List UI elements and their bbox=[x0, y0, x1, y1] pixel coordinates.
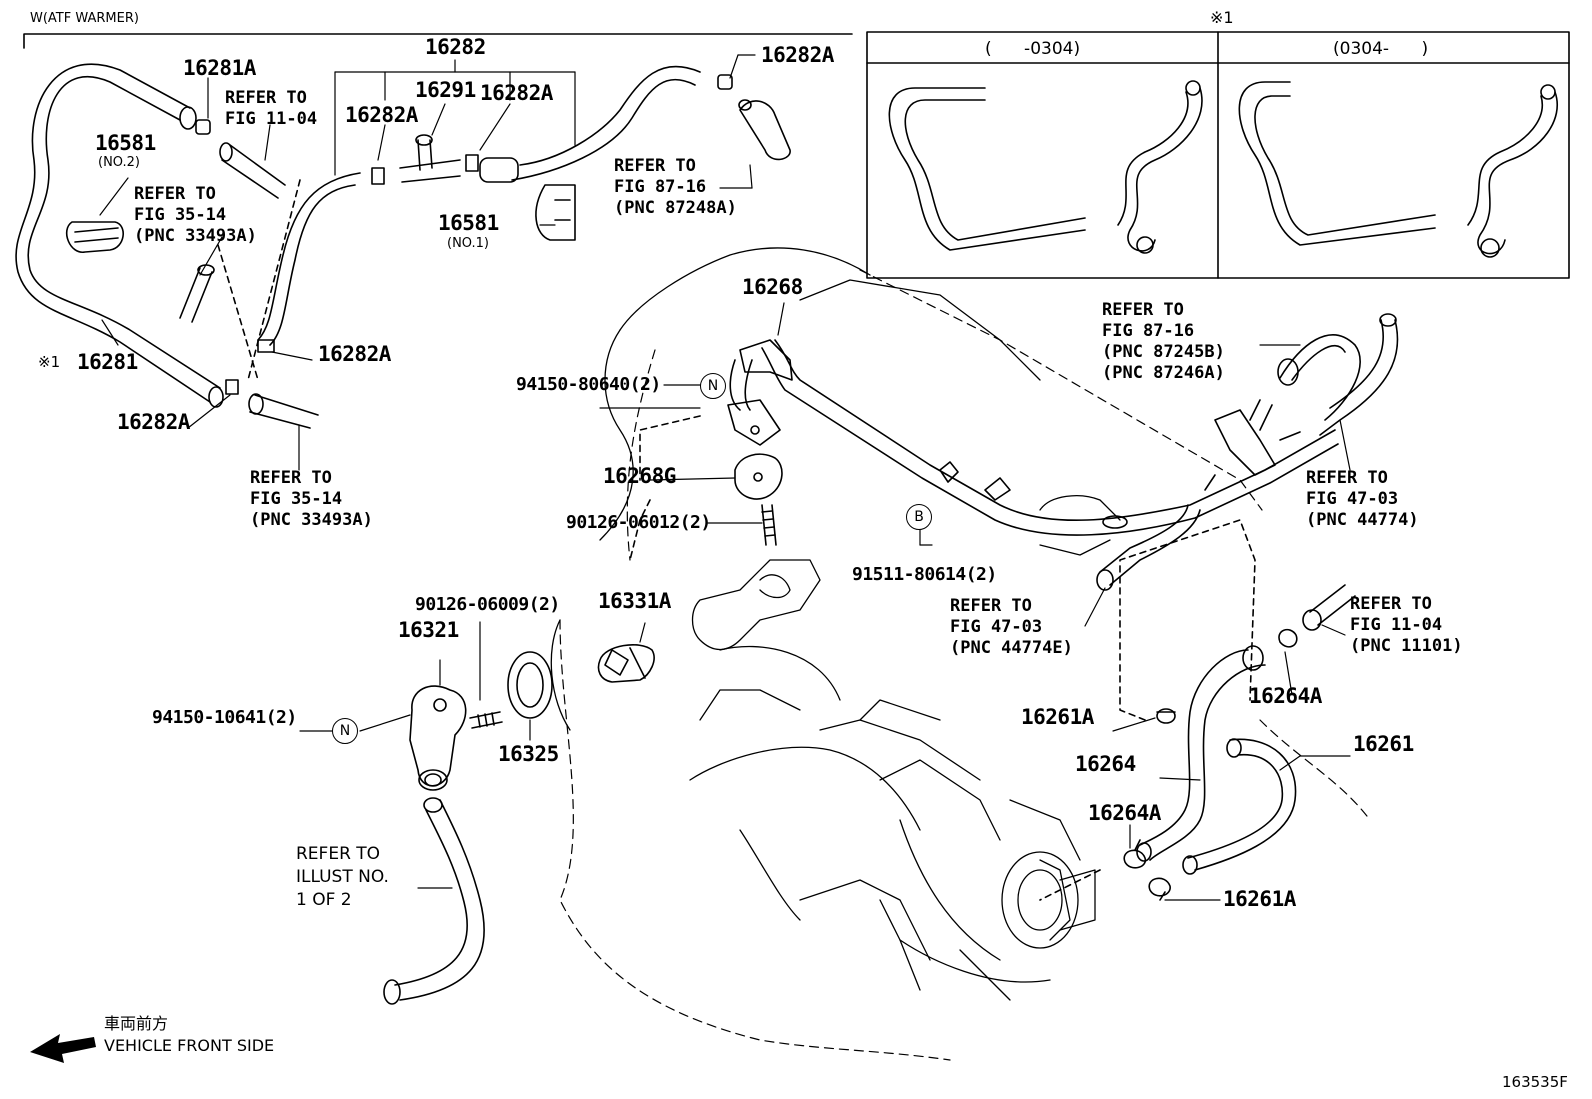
inset-marker: ※1 bbox=[1210, 8, 1234, 27]
part-16268: 16268 bbox=[742, 275, 803, 299]
ref-fig87-16-top: REFER TO FIG 87-16 (PNC 87248A) bbox=[614, 156, 737, 218]
figure-id: 163535F bbox=[1502, 1073, 1568, 1091]
pipe-16268 bbox=[727, 339, 1339, 536]
hose-16281 bbox=[15, 63, 224, 408]
part-16581-no1: 16581 bbox=[438, 211, 499, 235]
ref-fig11-04-right: REFER TO FIG 11-04 (PNC 11101) bbox=[1350, 594, 1463, 656]
front-label-jp: 車両前方 bbox=[104, 1014, 169, 1033]
water-inlet-16321 bbox=[409, 685, 467, 791]
part-16282A-top-mid: 16282A bbox=[480, 81, 553, 105]
callout-n-upper: N bbox=[700, 373, 726, 399]
part-16581-no2: 16581 bbox=[95, 131, 156, 155]
part-16282A-top-left: 16282A bbox=[345, 103, 418, 127]
part-16264A-right: 16264A bbox=[1249, 684, 1322, 708]
ref-illust: REFER TO ILLUST NO. 1 OF 2 bbox=[296, 844, 389, 910]
clamps-lower-right bbox=[1123, 628, 1298, 901]
part-94150-10641: 94150-10641(2) bbox=[152, 707, 297, 728]
part-16264: 16264 bbox=[1075, 752, 1136, 776]
hose-right-top bbox=[1277, 313, 1399, 436]
part-90126-06009: 90126-06009(2) bbox=[415, 594, 560, 615]
part-16581-no1-sub: (NO.1) bbox=[447, 236, 489, 251]
pipe-11101 bbox=[1302, 584, 1356, 631]
front-label-en: VEHICLE FRONT SIDE bbox=[104, 1036, 275, 1055]
part-90126-06012: 90126-06012(2) bbox=[566, 512, 711, 533]
ref-fig47-03-mid: REFER TO FIG 47-03 (PNC 44774E) bbox=[950, 596, 1073, 658]
leaders bbox=[99, 54, 1351, 901]
hose-16282 bbox=[225, 65, 791, 429]
atf-warmer-bracket bbox=[23, 33, 853, 49]
front-arrow bbox=[30, 1034, 96, 1063]
part-16282A-mid-lower: 16282A bbox=[318, 342, 391, 366]
thermostat-16331A bbox=[597, 644, 655, 683]
gasket-16325 bbox=[507, 651, 553, 719]
stud-upper bbox=[761, 504, 777, 546]
stud-lower bbox=[469, 711, 503, 729]
part-16282A-left-lower: 16282A bbox=[117, 410, 190, 434]
variant-label: W(ATF WARMER) bbox=[30, 11, 139, 26]
hose-lower bbox=[383, 797, 485, 1005]
part-16291: 16291 bbox=[415, 78, 476, 102]
part-16281-marker: ※1 bbox=[38, 353, 61, 371]
hose-44774E bbox=[1096, 504, 1201, 591]
ref-fig11-04-top: REFER TO FIG 11-04 bbox=[225, 88, 318, 129]
heater-hoses bbox=[1136, 645, 1297, 875]
ref-fig87-16-right: REFER TO FIG 87-16 (PNC 87245B) (PNC 872… bbox=[1102, 300, 1225, 383]
part-16264A-lower: 16264A bbox=[1088, 801, 1161, 825]
part-16321: 16321 bbox=[398, 618, 459, 642]
ref-fig47-03-right: REFER TO FIG 47-03 (PNC 44774) bbox=[1306, 468, 1419, 530]
ref-fig35-14-upper: REFER TO FIG 35-14 (PNC 33493A) bbox=[134, 184, 257, 246]
part-16581-no2-sub: (NO.2) bbox=[98, 155, 140, 170]
part-91511-80614: 91511-80614(2) bbox=[852, 564, 997, 585]
part-16281A: 16281A bbox=[183, 56, 256, 80]
part-16282A-top-right: 16282A bbox=[761, 43, 834, 67]
part-16325: 16325 bbox=[498, 742, 559, 766]
gasket-16268G bbox=[734, 453, 783, 500]
callout-n-lower: N bbox=[332, 718, 358, 744]
inset-range-left: ( -0304) bbox=[985, 39, 1081, 59]
part-16282: 16282 bbox=[425, 35, 486, 59]
part-16331A: 16331A bbox=[598, 589, 671, 613]
part-16261A-lower: 16261A bbox=[1223, 887, 1296, 911]
part-16261A-upper: 16261A bbox=[1021, 705, 1094, 729]
dashed-leaders bbox=[217, 179, 1256, 901]
part-16261: 16261 bbox=[1353, 732, 1414, 756]
inset-range-right: (0304- ) bbox=[1333, 39, 1429, 59]
part-94150-80640: 94150-80640(2) bbox=[516, 374, 661, 395]
engine-body bbox=[550, 247, 1121, 1001]
part-16281: 16281 bbox=[77, 350, 138, 374]
ref-fig35-14-lower: REFER TO FIG 35-14 (PNC 33493A) bbox=[250, 468, 373, 530]
clamps-top-left bbox=[66, 119, 215, 323]
hose-fig11 bbox=[219, 142, 286, 199]
inset-box bbox=[866, 31, 1570, 279]
part-16268G: 16268G bbox=[603, 464, 676, 488]
engine-outline bbox=[559, 269, 1371, 1061]
callout-b: B bbox=[906, 504, 932, 530]
